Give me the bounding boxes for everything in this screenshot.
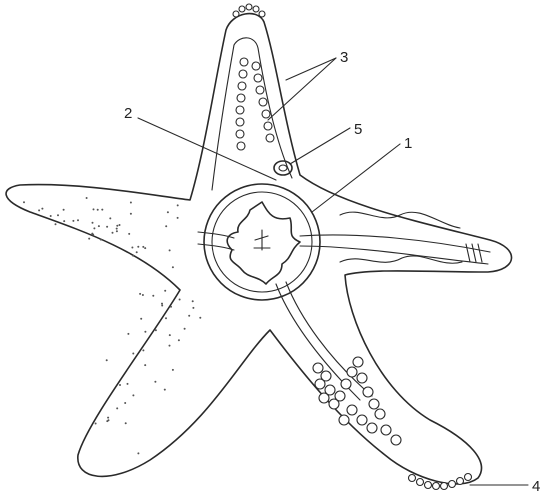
skin-dot	[91, 233, 93, 235]
skin-dot	[63, 209, 65, 211]
skin-dot	[112, 232, 114, 234]
skin-dot	[132, 255, 134, 257]
skin-dot	[93, 208, 95, 210]
skin-dot	[127, 333, 129, 335]
skin-dot	[170, 306, 172, 308]
skin-dot	[97, 209, 99, 211]
skin-dot	[50, 215, 52, 217]
skin-dot	[130, 202, 132, 204]
skin-dot	[155, 329, 157, 331]
skin-dot	[152, 295, 154, 297]
label-2: 2	[124, 105, 132, 122]
skin-dot	[38, 209, 40, 211]
skin-dot	[184, 328, 186, 330]
skin-dot	[109, 217, 111, 219]
skin-dot	[177, 217, 179, 219]
skin-dot	[116, 228, 118, 230]
skin-dot	[132, 353, 134, 355]
skin-dot	[192, 300, 194, 302]
skin-dot	[144, 331, 146, 333]
gonad-chain-left	[236, 58, 248, 150]
skin-dot	[98, 225, 100, 227]
skin-dot	[107, 417, 109, 419]
skin-dot	[144, 247, 146, 249]
skin-dot	[178, 339, 180, 341]
skin-dot	[93, 227, 95, 229]
skin-dot	[199, 317, 201, 319]
skin-dot	[23, 201, 25, 203]
skin-dot	[142, 246, 144, 248]
skin-dot	[192, 307, 194, 309]
skin-dot	[132, 394, 134, 396]
skin-dot	[188, 315, 190, 317]
skin-dot	[169, 345, 171, 347]
skin-dot	[92, 222, 94, 224]
skin-dot	[164, 389, 166, 391]
skin-dot	[57, 214, 59, 216]
skin-dot	[144, 364, 146, 366]
label-5: 5	[354, 121, 362, 138]
skin-dot	[161, 305, 163, 307]
skin-dot	[169, 334, 171, 336]
skin-dot	[137, 246, 139, 248]
skin-dot	[128, 233, 130, 235]
skin-dot	[106, 359, 108, 361]
label-1: 1	[404, 135, 412, 152]
skin-dot	[95, 423, 97, 425]
skin-dot	[106, 226, 108, 228]
skin-dot	[108, 419, 110, 421]
skin-dot	[169, 249, 171, 251]
skin-dot	[125, 422, 127, 424]
skin-dot	[124, 402, 126, 404]
skin-dot	[72, 220, 74, 222]
skin-dot	[116, 230, 118, 232]
skin-dot	[119, 384, 121, 386]
skin-dot	[140, 318, 142, 320]
label-3: 3	[340, 49, 348, 66]
skin-dot	[86, 197, 88, 199]
label-4: 4	[532, 478, 540, 495]
skin-dot	[55, 223, 57, 225]
top-arm-tube-feet	[233, 4, 265, 17]
skin-dot	[165, 317, 167, 319]
skin-dot	[172, 266, 174, 268]
skin-dot	[161, 303, 163, 305]
radial-canals	[198, 232, 490, 400]
skin-dot	[130, 213, 132, 215]
skin-dot	[172, 369, 174, 371]
skin-dot	[154, 381, 156, 383]
skin-dot	[101, 209, 103, 211]
skin-dot	[116, 225, 118, 227]
skin-dot	[100, 239, 102, 241]
starfish-body-outline	[6, 14, 511, 484]
skin-dot	[167, 211, 169, 213]
skin-dot	[116, 407, 118, 409]
skin-dot	[136, 251, 138, 253]
skin-dot	[139, 293, 141, 295]
skin-dot	[164, 290, 166, 292]
skin-dot	[77, 219, 79, 221]
skin-dot	[142, 349, 144, 351]
skin-dot	[127, 383, 129, 385]
skin-dot	[179, 299, 181, 301]
skin-dot	[41, 208, 43, 210]
skin-dot	[63, 220, 65, 222]
central-stomach	[227, 202, 300, 284]
madreporite	[274, 161, 292, 175]
skin-dot	[131, 247, 133, 249]
skin-dot	[119, 224, 121, 226]
skin-dot	[137, 452, 139, 454]
skin-dot	[88, 238, 90, 240]
skin-texture-dots	[23, 197, 201, 454]
skin-dot	[142, 294, 144, 296]
skin-dot	[165, 225, 167, 227]
skin-dot	[177, 204, 179, 206]
